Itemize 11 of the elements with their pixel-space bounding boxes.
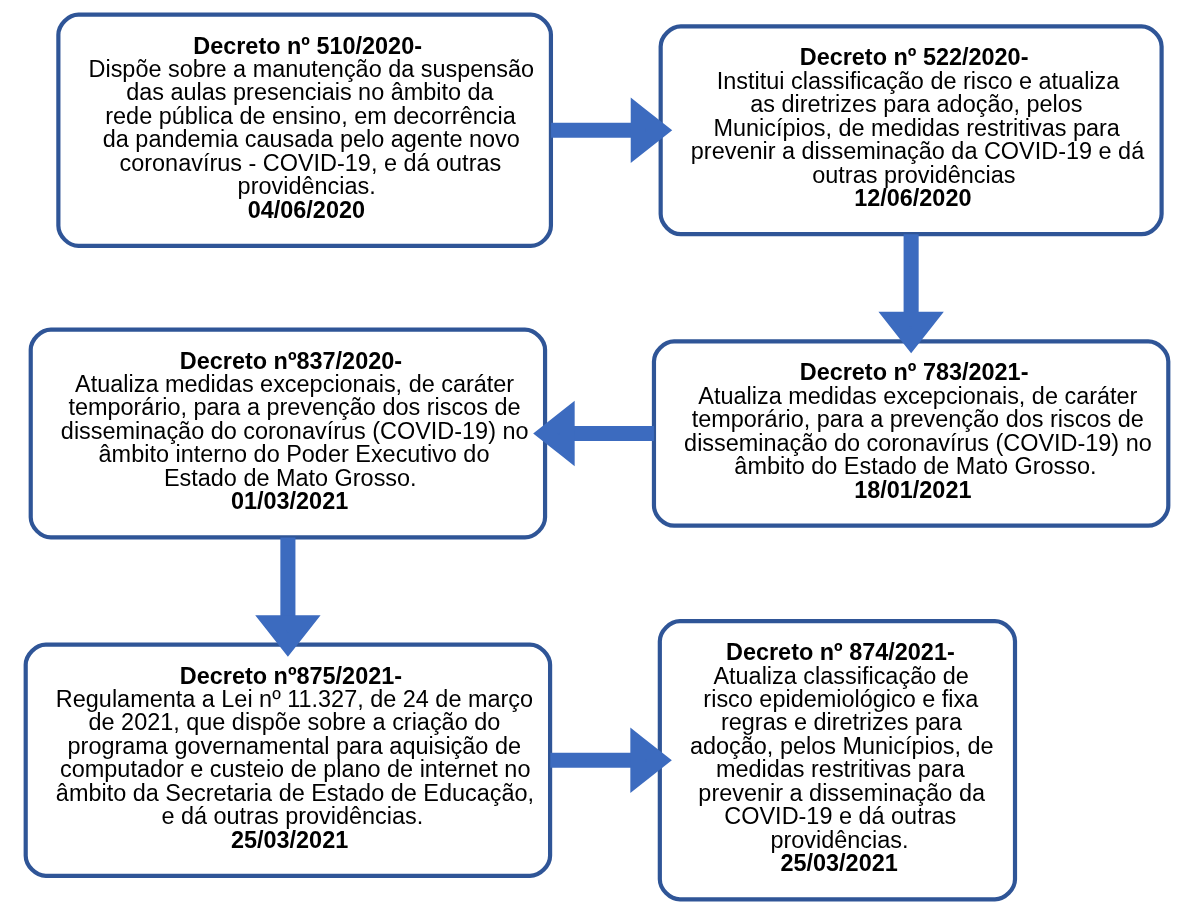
arrow bbox=[549, 727, 672, 793]
arrow bbox=[254, 537, 321, 657]
node-box: Decreto nº837/2020- Atualiza medidas excepcionais, de caráter temporário, para a prevenção dos riscos de disseminação do coronavírus (COVID-19) no âmbito interno do Poder Executivo do Estado de Mato Grosso. 01/03/2021 bbox=[28, 327, 547, 540]
node-box: Decreto nº 510/2020- Dispõe sobre a manutenção da suspensão das aulas presenciais no âmbito da rede pública de ensino, em decorrência da pandemia causada pelo agente novo coronavírus - COVID-19, e dá outras providências. 04/06/2020 bbox=[55, 12, 553, 248]
node-box: Decreto nº 522/2020- Institui classificação de risco e atualiza as diretrizes para adoção, pelos Municípios, de medidas restritivas para prevenir a disseminação da COVID-19 e dá outras providências 12/06/2020 bbox=[658, 24, 1164, 237]
arrow bbox=[877, 234, 944, 354]
arrow bbox=[550, 97, 672, 163]
node-box: Decreto nº 783/2021- Atualiza medidas excepcionais, de caráter temporário, para a prevenção dos riscos de disseminação do coronavírus (COVID-19) no âmbito do Estado de Mato Grosso. 18/01/2021 bbox=[651, 339, 1170, 528]
node-box: Decreto nº 874/2021- Atualiza classificação de risco epidemiológico e fixa regras e diretrizes para adoção, pelos Municípios, de medidas restritivas para prevenir a disseminação da COVID-19 e dá outras providências. 25/03/2021 bbox=[657, 619, 1017, 902]
arrow bbox=[532, 400, 654, 467]
node-box: Decreto nº875/2021- Regulamenta a Lei nº 11.327, de 24 de março de 2021, que dispõe sobre a criação do programa governamental para aquisição de computador e custeio de plano de internet no âmbito da Secretaria de Estado de Educação, e dá outras providências. 25/03/2021 bbox=[23, 642, 552, 878]
